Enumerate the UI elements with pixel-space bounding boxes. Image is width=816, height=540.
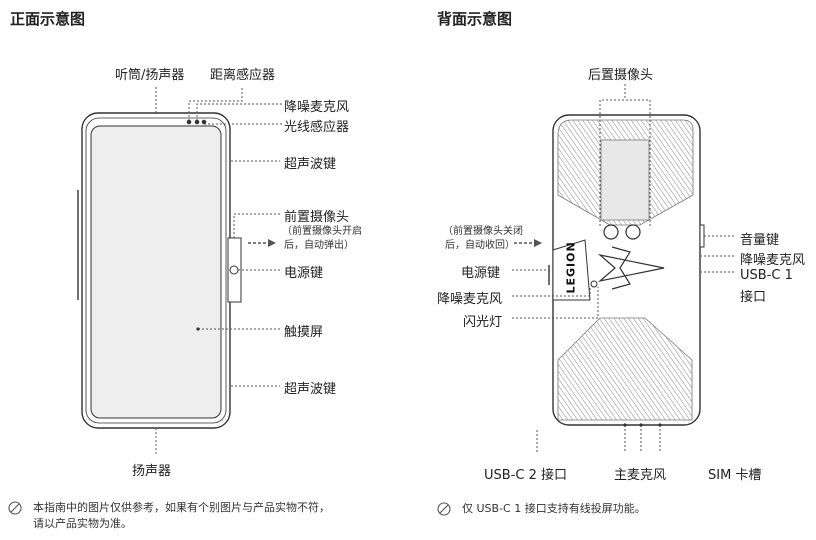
back-note: 仅 USB-C 1 接口支持有线投屏功能。: [462, 502, 646, 515]
label-touchscreen: 触摸屏: [284, 325, 324, 340]
front-leader-lines: [155, 87, 282, 456]
label-usbc1: USB-C 1: [740, 268, 793, 283]
proximity-sensor-dot: [186, 119, 192, 125]
flash-dot: [590, 280, 598, 288]
label-noise-mic-top: 降噪麦克风: [284, 100, 350, 115]
label-ultrasonic-key-bottom: 超声波键: [284, 382, 337, 397]
front-view-title: 正面示意图: [10, 10, 86, 28]
label-earpiece: 听筒/扬声器: [115, 68, 185, 83]
note-icon-back: [437, 502, 451, 516]
note-icon-front: [8, 501, 22, 515]
mic-top-dot: [194, 119, 200, 125]
label-ultrasonic-key-top: 超声波键: [284, 157, 337, 172]
front-phone: [77, 112, 242, 429]
label-proximity-sensor: 距离感应器: [210, 68, 276, 83]
label-camera-retract-note-2: 后，自动收回）: [445, 240, 515, 251]
label-speaker: 扬声器: [132, 464, 172, 479]
label-noise-mic-side: 降噪麦克风: [740, 253, 806, 268]
front-note-line-2: 请以产品实物为准。: [33, 517, 132, 530]
rear-camera-lens-1: [603, 224, 619, 240]
label-rear-camera: 后置摄像头: [588, 68, 654, 83]
legion-logo-text: LEGION: [564, 241, 578, 294]
back-bottom-panel: [557, 317, 693, 421]
label-camera-retract-note-1: （前置摄像头关闭: [443, 226, 523, 237]
volume-key: [699, 224, 705, 248]
front-note-line-1: 本指南中的图片仅供参考，如果有个别图片与产品实物不符，: [33, 501, 330, 514]
label-front-camera-note-2: 后，自动弹出）: [284, 240, 354, 251]
label-front-camera-note-1: （前置摄像头开启: [282, 226, 362, 237]
label-power-key-front: 电源键: [284, 266, 324, 281]
legion-emblem: [597, 253, 665, 283]
light-sensor-dot: [201, 119, 207, 125]
label-flash: 闪光灯: [463, 315, 503, 330]
back-view-title: 背面示意图: [437, 10, 513, 28]
label-front-camera: 前置摄像头: [284, 210, 350, 225]
back-logo-plate: [552, 239, 591, 301]
label-usbc2-port: USB-C 2 接口: [484, 468, 567, 483]
label-usbc1-port: 接口: [740, 290, 767, 305]
label-power-key-back: 电源键: [461, 266, 501, 281]
back-phone: [548, 114, 705, 426]
label-volume-key: 音量键: [740, 233, 780, 248]
label-sim-slot: SIM 卡槽: [708, 468, 762, 483]
rear-camera-lens-2: [625, 224, 641, 240]
label-main-mic: 主麦克风: [614, 468, 667, 483]
touchscreen-area: [90, 125, 222, 419]
label-noise-mic-left: 降噪麦克风: [437, 292, 503, 307]
back-leader-lines: [512, 84, 736, 452]
label-light-sensor: 光线感应器: [284, 120, 350, 135]
